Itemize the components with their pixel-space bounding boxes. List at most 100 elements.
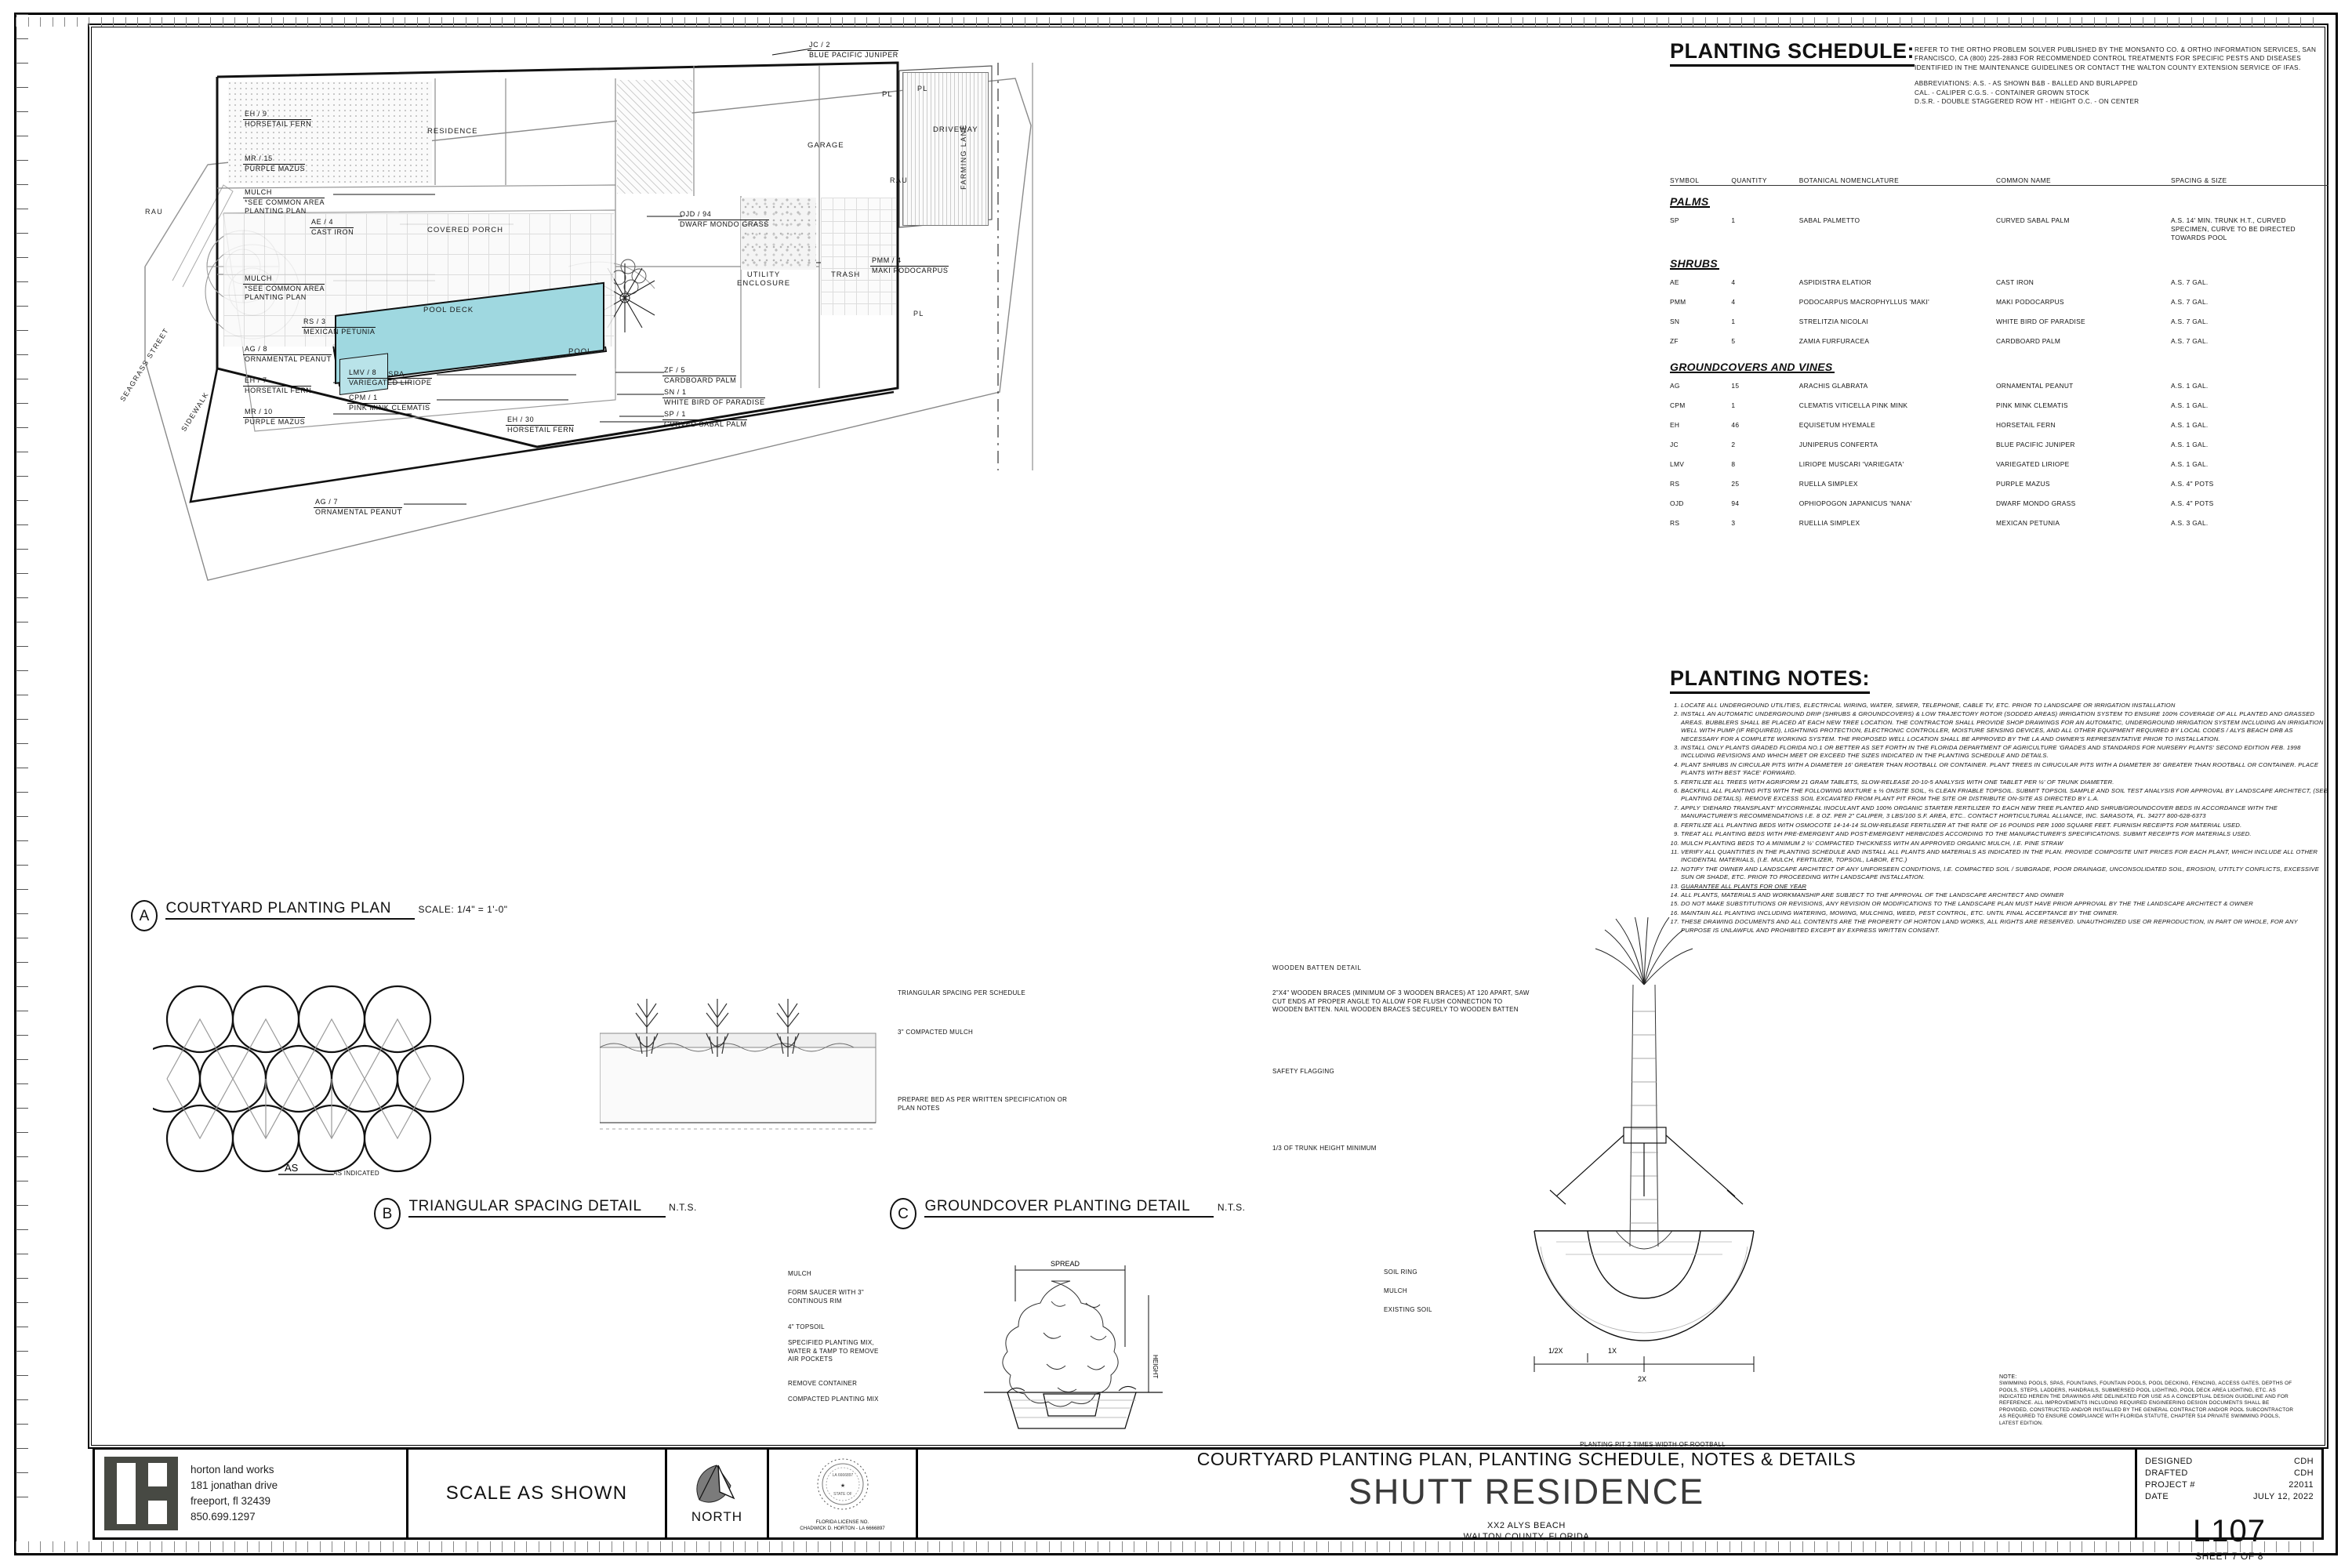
col-botanical: BOTANICAL NOMENCLATURE bbox=[1798, 176, 1996, 186]
schedule-intro-text: REFER TO THE ORTHO PROBLEM SOLVER PUBLIS… bbox=[1915, 45, 2330, 106]
palm-planting-section: 1/2X 1X 2X bbox=[1534, 917, 1755, 1383]
cell-symbol: RS bbox=[1670, 480, 1680, 488]
cell-common: MEXICAN PETUNIA bbox=[1995, 519, 2060, 527]
sheet-number: L107 bbox=[2193, 1514, 2266, 1548]
detail-c-title: GROUNDCOVER PLANTING DETAIL bbox=[924, 1198, 1214, 1218]
planting-note-item: INSTALL ONLY PLANTS GRADED FLORIDA NO.1 … bbox=[1681, 744, 2328, 760]
tb-meta-label: DRAFTED bbox=[2145, 1468, 2188, 1478]
cell-spacing: A.S. 1 GAL. bbox=[2171, 460, 2209, 468]
planting-notes-list: LOCATE ALL UNDERGROUND UTILITIES, ELECTR… bbox=[1670, 702, 2328, 935]
schedule-header-row: SYMBOL QUANTITY BOTANICAL NOMENCLATURE C… bbox=[1670, 176, 2328, 186]
plant-callout-name: HORSETAIL FERN bbox=[245, 120, 312, 128]
shrub-planting-section: SPREAD HEIGHT bbox=[984, 1260, 1163, 1429]
palm-dim-2x: 2X bbox=[1638, 1375, 1646, 1383]
planting-note-item: PLANT SHRUBS IN CIRCULAR PITS WITH A DIA… bbox=[1681, 761, 2328, 778]
street-label: RAU bbox=[145, 208, 164, 216]
project-name: SHUTT RESIDENCE bbox=[1348, 1471, 1705, 1512]
cell-symbol: CPM bbox=[1670, 401, 1686, 409]
cell-botanical: CLEMATIS VITICELLA PINK MINK bbox=[1798, 401, 1908, 409]
cell-symbol: ZF bbox=[1670, 337, 1679, 345]
triangular-spacing-caption: AS INDICATED bbox=[333, 1170, 380, 1177]
scale-label: SCALE AS SHOWN bbox=[445, 1483, 628, 1504]
planting-note-item: MULCH PLANTING BEDS TO A MINIMUM 2 ½' CO… bbox=[1681, 840, 2328, 848]
groundcover-note-3: PREPARE BED AS PER WRITTEN SPECIFICATION… bbox=[898, 1096, 1068, 1112]
plant-callout-key: SN / 1 bbox=[662, 388, 765, 398]
title-block: horton land works 181 jonathan drive fre… bbox=[93, 1447, 2324, 1562]
tb-company-cell[interactable]: horton land works 181 jonathan drive fre… bbox=[95, 1450, 408, 1537]
plant-callout-name: CAST IRON bbox=[311, 228, 354, 236]
company-address-2: freeport, fl 32439 bbox=[191, 1495, 271, 1507]
plant-callout[interactable]: MULCH*SEE COMMON AREA PLANTING PLAN bbox=[243, 188, 325, 216]
palm-note-flagging: SAFETY FLAGGING bbox=[1272, 1068, 1335, 1075]
palm-note-batten: WOODEN BATTEN DETAIL bbox=[1272, 964, 1362, 971]
plant-callout-name: PINK MINK CLEMATIS bbox=[349, 404, 430, 412]
cell-common: CURVED SABAL PALM bbox=[1995, 216, 2070, 224]
abbrev-line-1: ABBREVIATIONS: A.S. - AS SHOWN B&B - BAL… bbox=[1915, 80, 2138, 88]
project-address-2: WALTON COUNTY, FLORIDA bbox=[1463, 1531, 1590, 1541]
plant-callout-key: AE / 4 bbox=[310, 218, 354, 228]
details-row: AS AS INDICATED B TRIANGULAR SPACING DET… bbox=[98, 917, 1755, 1502]
planting-note-item: BACKFILL ALL PLANTING PITS WITH THE FOLL… bbox=[1681, 787, 2328, 804]
cell-symbol: OJD bbox=[1670, 499, 1684, 507]
planting-notes-heading: PLANTING NOTES: bbox=[1670, 666, 1870, 694]
room-label: TRASH bbox=[831, 270, 861, 279]
cell-spacing: A.S. 1 GAL. bbox=[2171, 382, 2209, 390]
plant-callout-key: MR / 15 bbox=[243, 154, 306, 165]
schedule-group-label: GROUNDCOVERS AND VINES bbox=[1670, 361, 1835, 373]
plant-callout[interactable]: MULCH*SEE COMMON AREA PLANTING PLAN bbox=[243, 274, 325, 302]
plant-callout-name: MEXICAN PETUNIA bbox=[303, 328, 376, 336]
cell-spacing: A.S. 1 GAL. bbox=[2171, 441, 2209, 448]
plant-callout-key: EH / 30 bbox=[506, 416, 575, 426]
cell-spacing: A.S. 7 GAL. bbox=[2171, 318, 2209, 325]
plant-callout-key: JC / 2 bbox=[808, 41, 898, 51]
detail-b-sub: N.T.S. bbox=[669, 1202, 697, 1213]
col-quantity: QUANTITY bbox=[1731, 176, 1799, 186]
palm-note-braces: 2"X4" WOODEN BRACES (MINIMUM OF 3 WOODEN… bbox=[1272, 989, 1530, 1013]
svg-text:AS: AS bbox=[285, 1162, 299, 1174]
room-label: GARAGE bbox=[808, 141, 844, 150]
groundcover-note-1: TRIANGULAR SPACING PER SCHEDULE bbox=[898, 989, 1025, 996]
cell-common: BLUE PACIFIC JUNIPER bbox=[1995, 441, 2075, 448]
cell-botanical: LIRIOPE MUSCARI 'VARIEGATA' bbox=[1798, 460, 1904, 468]
schedule-intro-paragraph: REFER TO THE ORTHO PROBLEM SOLVER PUBLIS… bbox=[1915, 46, 2317, 71]
plant-callout-name: PURPLE MAZUS bbox=[245, 165, 306, 172]
planting-note-item: INSTALL AN AUTOMATIC UNDERGROUND DRIP (S… bbox=[1681, 710, 2328, 743]
cell-common: VARIEGATED LIRIOPE bbox=[1995, 460, 2070, 468]
cell-botanical: ASPIDISTRA ELATIOR bbox=[1798, 278, 1872, 286]
groundcover-planting-section bbox=[600, 999, 877, 1130]
col-common: COMMON NAME bbox=[1995, 176, 2171, 186]
plant-callout-key: EH / 7 bbox=[243, 376, 312, 387]
plant-callout-name: HORSETAIL FERN bbox=[507, 426, 575, 434]
cell-symbol: LMV bbox=[1670, 460, 1685, 468]
shrub-note-6: COMPACTED PLANTING MIX bbox=[788, 1396, 879, 1403]
pool-disclaimer-heading: NOTE: bbox=[1999, 1374, 2017, 1380]
pool-disclaimer-note: NOTE: SWIMMING POOLS, SPAS, FOUNTAINS, F… bbox=[1999, 1374, 2297, 1427]
trash-area-paving bbox=[821, 198, 896, 315]
plant-callout-key: CPM / 1 bbox=[347, 394, 430, 404]
planting-schedule-table: SYMBOL QUANTITY BOTANICAL NOMENCLATURE C… bbox=[1670, 176, 2328, 533]
cell-quantity: 4 bbox=[1731, 298, 1736, 306]
